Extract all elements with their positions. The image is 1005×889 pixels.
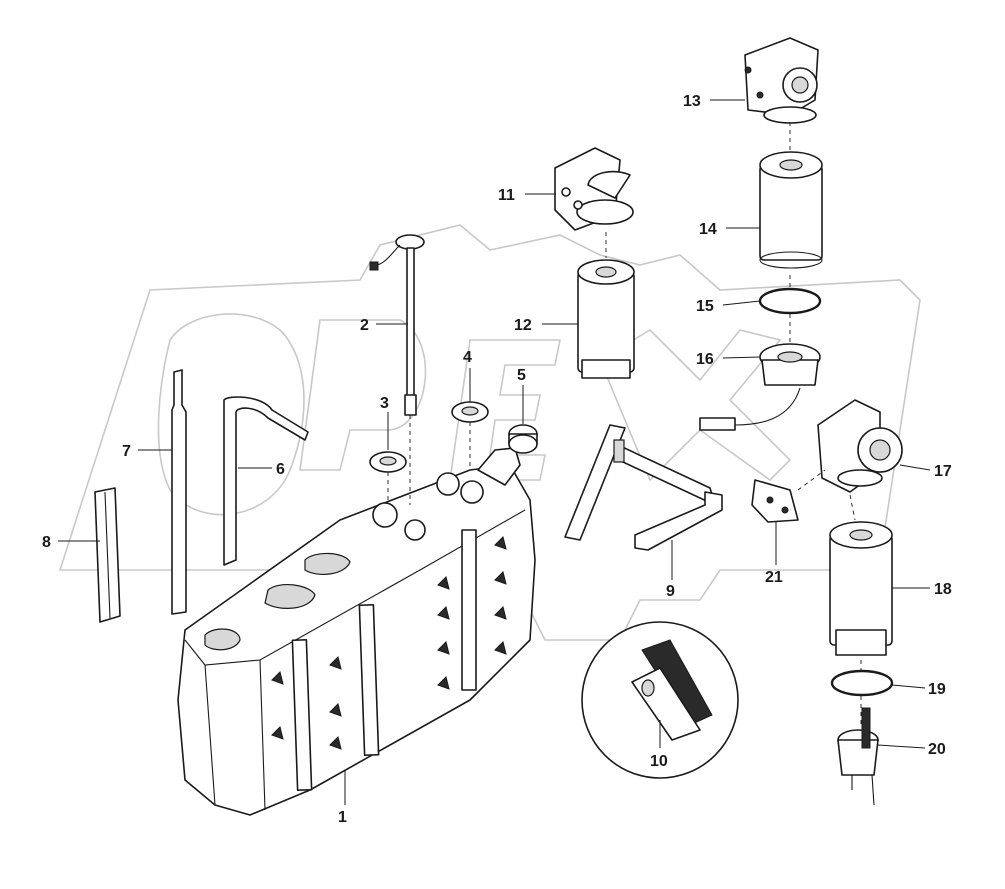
callout-2: 2 (360, 317, 369, 334)
flange-3-part (369, 451, 407, 473)
callout-21: 21 (765, 569, 783, 586)
strap-7-part (171, 369, 187, 615)
callout-14: 14 (699, 221, 717, 238)
fuel-sender-part (369, 234, 425, 416)
callout-9: 9 (666, 583, 675, 600)
sensor-base-16-part (699, 343, 821, 431)
callout-6: 6 (276, 461, 285, 478)
filter-head-11-part (554, 147, 634, 231)
filter-element-12-part (577, 259, 635, 379)
callout-1: 1 (338, 809, 347, 826)
flange-4-part (451, 401, 489, 423)
callout-15: 15 (696, 298, 714, 315)
callout-7: 7 (122, 443, 131, 460)
filter-element-18-part (829, 521, 893, 656)
callout-20: 20 (928, 741, 946, 758)
strap-6-part (223, 396, 309, 566)
primer-head-13-part (744, 37, 819, 124)
callout-12: 12 (514, 317, 532, 334)
separator-head-17-part (817, 399, 903, 493)
support-frame-part (564, 424, 723, 551)
explode-lines (387, 122, 862, 728)
callout-16: 16 (696, 351, 714, 368)
drain-bowl-20-part (837, 707, 879, 806)
o-ring-15-part (758, 287, 822, 315)
callout-19: 19 (928, 681, 946, 698)
filler-cap-part (508, 424, 538, 454)
o-ring-19-part (830, 669, 894, 697)
callout-10: 10 (650, 753, 668, 770)
callout-11: 11 (498, 187, 515, 204)
callout-4: 4 (463, 349, 472, 366)
accelerator-pedal-part (581, 621, 739, 779)
callout-labels: 1 2 3 4 5 6 7 8 9 10 11 12 13 14 15 16 1… (42, 93, 952, 826)
callout-5: 5 (517, 367, 526, 384)
callout-13: 13 (683, 93, 701, 110)
fuel-tank-part (177, 447, 536, 816)
filter-element-14-part (759, 151, 823, 269)
callout-3: 3 (380, 395, 389, 412)
callout-leaders (58, 99, 931, 805)
callout-17: 17 (934, 463, 952, 480)
callout-18: 18 (934, 581, 952, 598)
callout-8: 8 (42, 534, 51, 551)
bracket-21-part (751, 479, 799, 523)
bracket-8-part (94, 487, 121, 623)
